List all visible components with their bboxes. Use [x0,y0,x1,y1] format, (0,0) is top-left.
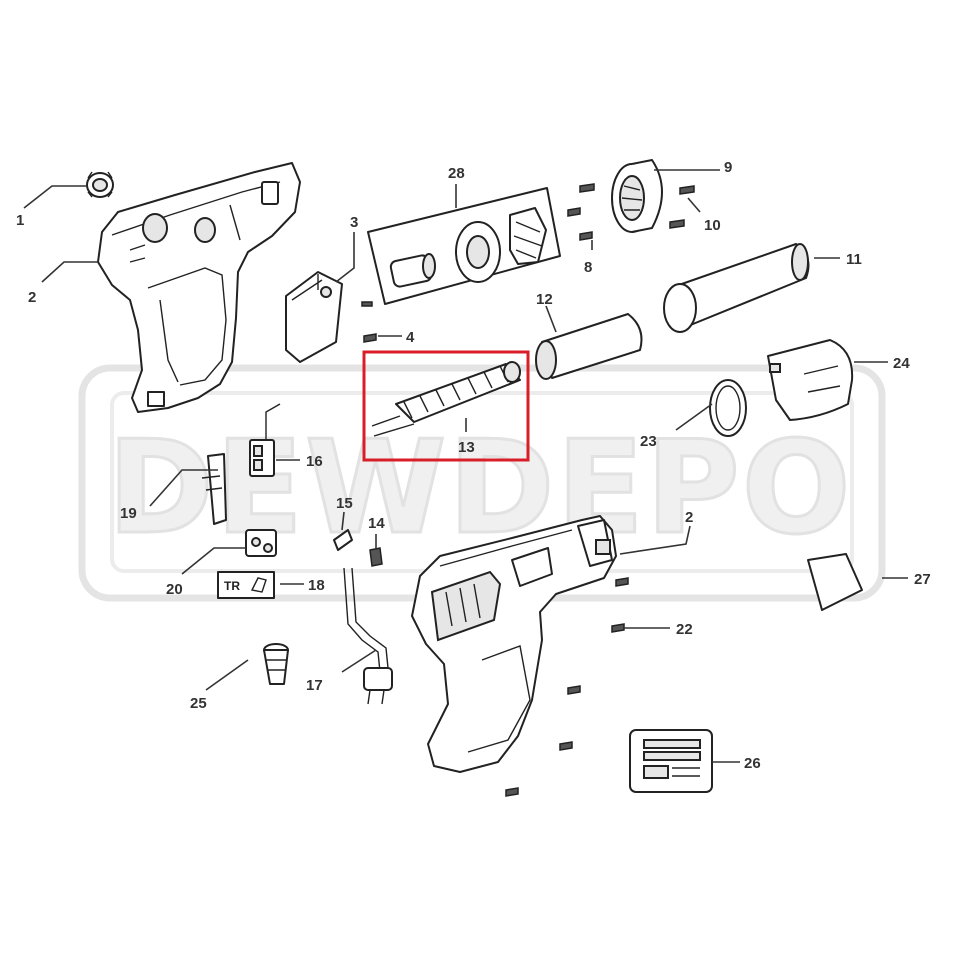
callout-2-left: 2 [28,289,36,306]
callout-1: 1 [16,212,24,229]
callout-24: 24 [893,355,910,372]
part-1-knob [86,171,114,198]
callout-14: 14 [368,515,385,532]
part-16-switch [249,403,281,477]
highlight-box [362,350,530,462]
callout-27: 27 [914,571,931,588]
callout-10: 10 [704,217,721,234]
callout-12: 12 [536,291,553,308]
leader-lines [23,169,908,763]
part-18-tr-label: TR [217,571,275,599]
callout-17: 17 [306,677,323,694]
part-11-outer-tube [663,243,810,333]
callout-13: 13 [458,439,475,456]
part-27-nozzle-tip [807,553,863,611]
callout-23: 23 [640,433,657,450]
part-2-right-housing [411,515,629,797]
callout-20: 20 [166,581,183,598]
part-20-terminal-block [245,529,277,557]
part-3-board [285,271,373,363]
part-13-heating-element [362,350,530,462]
callout-22: 22 [676,621,693,638]
tr-badge-text: TR [224,579,240,593]
part-23-ring [709,379,747,437]
part-14-screw [369,547,383,567]
part-19-bracket [201,453,227,525]
callout-4: 4 [406,329,415,346]
callout-18: 18 [308,577,325,594]
callout-26: 26 [744,755,761,772]
part-9-fan-shroud [611,159,663,233]
callout-2-right: 2 [685,509,693,526]
callout-11: 11 [846,251,862,268]
callout-3: 3 [350,214,358,231]
part-26-rating-plate [629,729,713,793]
callout-16: 16 [306,453,323,470]
part-2-left-housing [97,162,301,413]
part-28-motor-assembly [367,187,561,305]
callout-15: 15 [336,495,353,512]
callout-9: 9 [724,159,732,176]
callout-28: 28 [448,165,465,182]
callout-8: 8 [584,259,592,276]
screws-top [363,183,695,343]
watermark: DEWDEPO [78,364,886,602]
callout-25: 25 [190,695,207,712]
callout-labels: 1 2 2 3 4 8 9 10 11 12 13 14 15 16 17 18… [16,159,931,772]
part-24-nozzle [767,339,854,421]
part-17-cord-plug [343,567,393,705]
watermark-text: DEWDEPO [107,414,852,563]
part-15-clip [333,529,353,551]
part-25-grommet [263,643,289,685]
callout-19: 19 [120,505,137,522]
part-12-inner-tube [535,313,643,380]
